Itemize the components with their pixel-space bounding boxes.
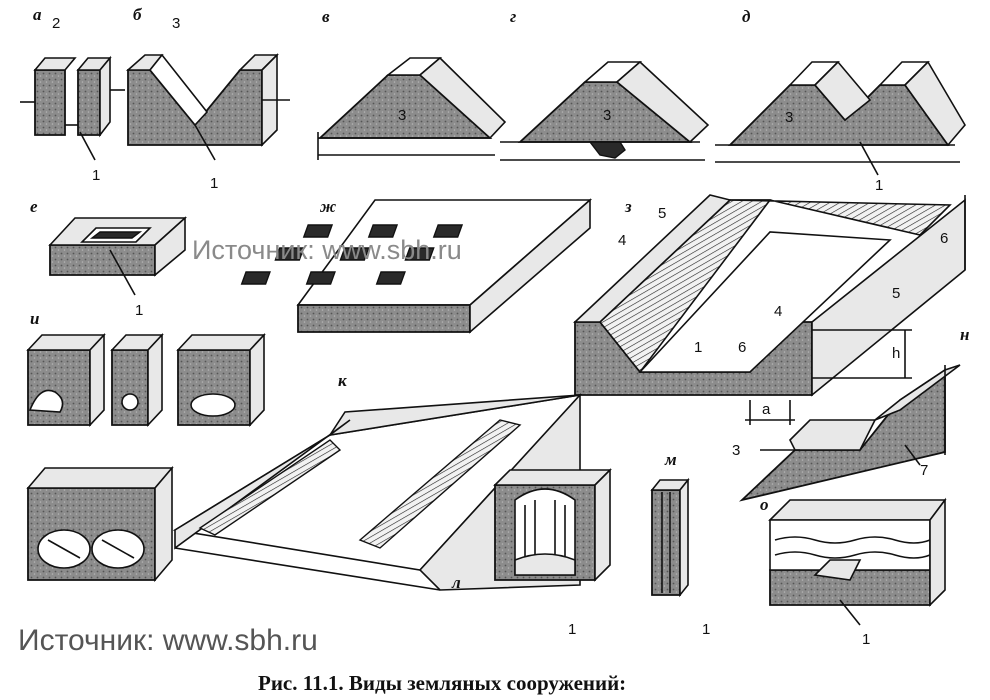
label-zh: ж [319,197,336,216]
diagram-n-slope [738,364,961,502]
callout-6-mid: 6 [738,339,746,356]
callout-7: 7 [920,462,928,479]
label-v: в [322,7,330,26]
label-d: д [742,7,751,26]
label-m: м [664,450,677,469]
diagram-i-tunnels [26,332,266,428]
diagram-g-embankment [500,60,710,161]
callout-4-mid: 4 [774,303,782,320]
callout-1-z: 1 [694,339,702,356]
callout-3-v: 3 [398,107,406,124]
callout-3-d: 3 [785,109,793,126]
callout-5-right: 5 [892,285,900,302]
diagram-b-excavation [125,53,290,161]
callout-1-d: 1 [875,177,883,194]
label-b: б [133,5,143,24]
diagram-double-tunnel [26,465,174,583]
diagram-o-canal [768,497,947,626]
callout-6-right: 6 [940,230,948,247]
label-i: и [30,309,39,328]
label-g: г [510,7,516,26]
label-a: а [33,5,42,24]
watermark-upper: Источник: www.sbh.ru [192,235,462,265]
watermark-lower: Источник: www.sbh.ru [18,624,318,657]
label-k: к [338,371,347,390]
callout-1-b: 1 [210,175,218,192]
label-o: о [760,495,769,514]
diagram-e-pit [48,216,188,296]
callout-2: 2 [52,15,60,32]
diagram-l-shaft [493,468,612,582]
label-e: е [30,197,38,216]
figure-caption: Рис. 11.1. Виды земляных сооружений: [258,671,626,695]
diagram-z-excavation [572,194,966,425]
label-l: л [451,573,461,592]
callout-5-top: 5 [658,205,666,222]
callout-3-g: 3 [603,107,611,124]
callout-1-m: 1 [702,621,710,638]
callout-3-b: 3 [172,15,180,32]
label-n: н [960,325,969,344]
diagram-zh-slab [240,198,593,334]
callout-1-o: 1 [862,631,870,648]
callout-1-a: 1 [92,167,100,184]
callout-1-e: 1 [135,302,143,319]
dim-a-label: a [762,401,771,418]
diagram-d-embankment [715,60,966,176]
callout-3-n: 3 [732,442,740,459]
callout-1-l: 1 [568,621,576,638]
diagram-a-trench [20,55,125,161]
diagram-v-embankment [317,56,507,160]
diagram-m-slot [650,477,690,598]
callout-4-top: 4 [618,232,626,249]
dim-h-label: h [892,345,900,362]
label-z: з [624,197,632,216]
